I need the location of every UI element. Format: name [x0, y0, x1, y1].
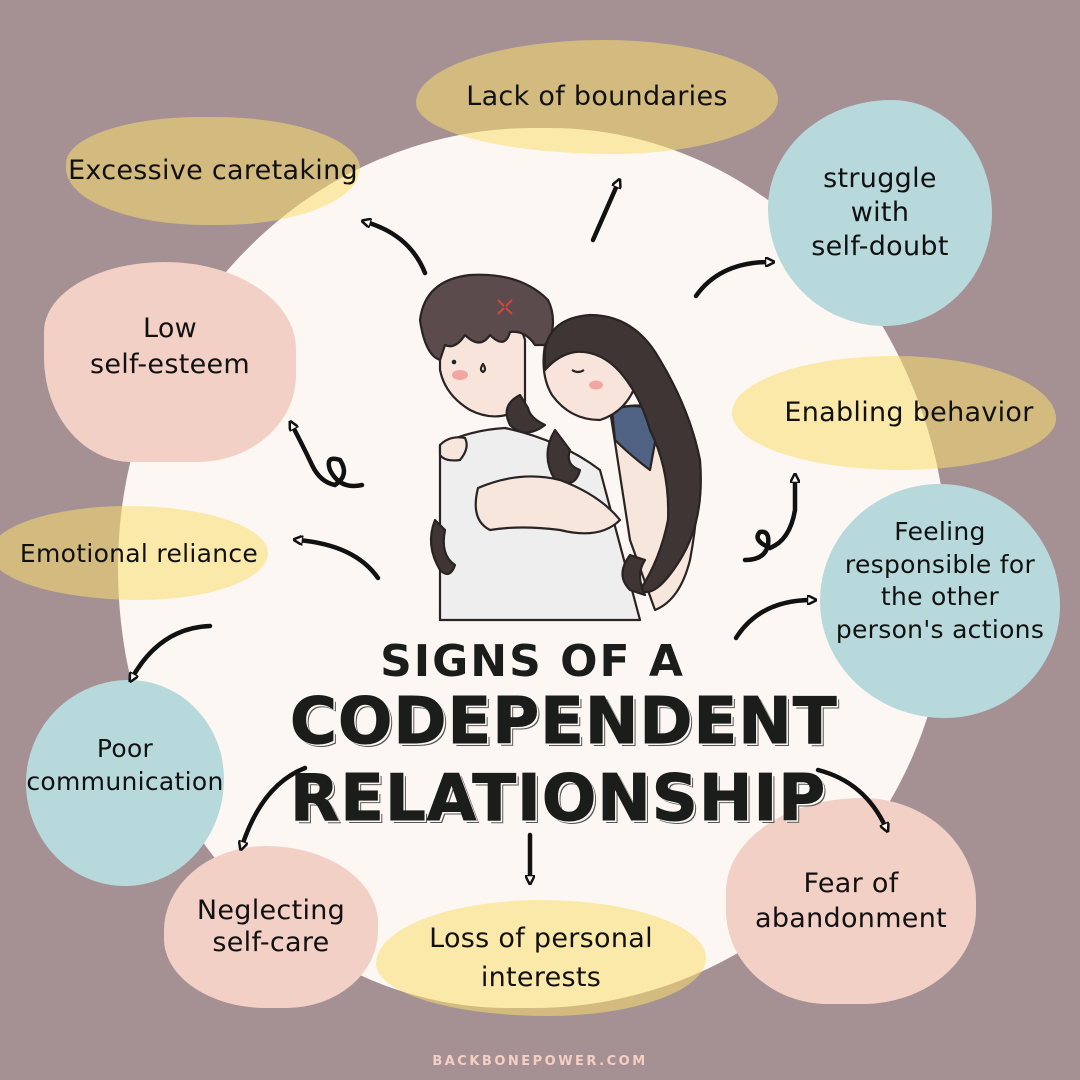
arrow-icon: [366, 222, 428, 276]
sign-label: Fear of abandonment: [754, 867, 948, 934]
arrow-icon: [693, 262, 770, 299]
sign-label: struggle with self-doubt: [811, 163, 949, 262]
sign-feeling-responsible: Feeling responsible for the other person…: [820, 484, 1060, 718]
sign-low-self-esteem: Low self-esteem: [44, 262, 296, 462]
sign-label: Feeling responsible for the other person…: [835, 517, 1045, 644]
sign-label: Loss of personal interests: [429, 922, 653, 993]
sign-label: Enabling behavior: [784, 397, 1034, 429]
arrow-icon: [590, 183, 618, 243]
sign-emotional-reliance: Emotional reliance: [0, 506, 268, 600]
sign-label: Lack of boundaries: [466, 81, 728, 113]
title-line-3: RELATIONSHIP: [290, 761, 827, 836]
sign-loss-of-personal-interests: Loss of personal interests: [376, 900, 706, 1016]
sign-label: Emotional reliance: [19, 538, 259, 568]
sign-label: Low self-esteem: [89, 313, 251, 380]
arrow-icon: [815, 767, 886, 828]
sign-excessive-caretaking: Excessive caretaking: [66, 117, 360, 225]
arrow-icon: [242, 765, 308, 846]
arrow-icon: [733, 600, 812, 641]
arrow-icon: [298, 540, 381, 581]
couple-hug-illustration: [418, 273, 702, 622]
sign-label: Neglecting self-care: [196, 894, 346, 958]
title-line-2: CODEPENDENT: [290, 685, 838, 760]
sign-label: Poor communication: [26, 734, 224, 796]
sign-lack-of-boundaries: Lack of boundaries: [416, 40, 778, 154]
arrows: [132, 183, 886, 880]
sign-enabling-behavior: Enabling behavior: [732, 356, 1056, 470]
footer-website[interactable]: BACKBONEPOWER.COM: [432, 1054, 648, 1069]
sign-neglecting-self-care: Neglecting self-care: [164, 846, 378, 1008]
title-block: SIGNS OF A CODEPENDENT RELATIONSHIP: [290, 640, 838, 838]
title-line-1: SIGNS OF A: [380, 636, 685, 687]
curly-arrow-icon: [292, 425, 365, 489]
sign-struggle-with-self-doubt: struggle with self-doubt: [768, 100, 992, 326]
sign-label: Excessive caretaking: [68, 155, 358, 187]
sign-fear-of-abandonment: Fear of abandonment: [726, 798, 976, 1004]
sign-poor-communication: Poor communication: [26, 680, 224, 886]
arrow-icon: [132, 623, 213, 678]
curly-arrow-icon: [742, 478, 795, 563]
